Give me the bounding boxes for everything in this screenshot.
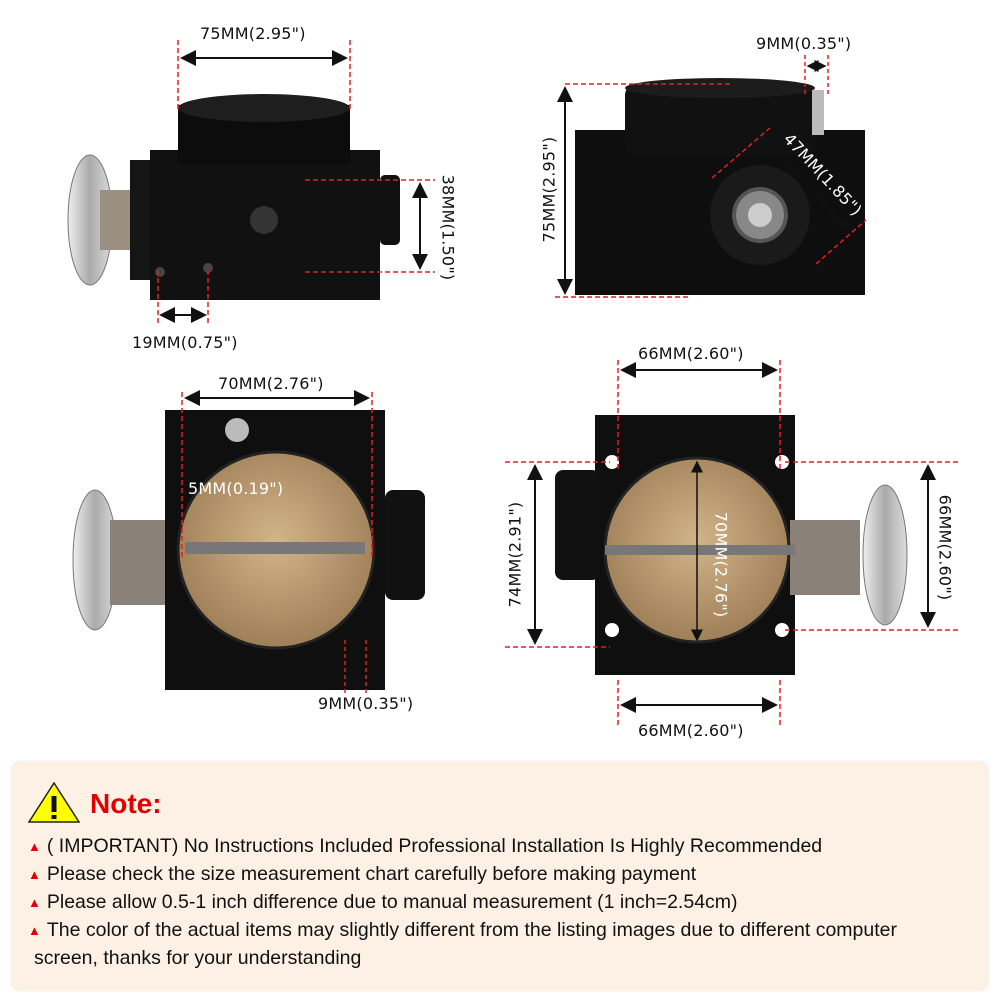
note-item: ▲Please check the size measurement chart…: [28, 863, 697, 885]
throttle-body-front-view-right: [505, 360, 960, 725]
bottom-right-bore-label: 70MM(2.76"): [711, 511, 731, 618]
bottom-left-tab-label: 9MM(0.35"): [318, 694, 414, 713]
bullet-triangle-icon: ▲: [28, 923, 41, 938]
top-left-width-label: 75MM(2.95"): [200, 24, 306, 43]
note-item: ▲Please allow 0.5-1 inch difference due …: [28, 891, 738, 913]
top-left-hole-spacing-label: 19MM(0.75"): [132, 333, 238, 352]
bullet-triangle-icon: ▲: [28, 839, 41, 854]
bottom-right-side-label: 66MM(2.60"): [935, 494, 955, 601]
bottom-left-width-label: 70MM(2.76"): [218, 374, 324, 393]
note-item-continuation: screen, thanks for your understanding: [34, 947, 362, 969]
bottom-left-port-label: 5MM(0.19"): [188, 479, 284, 498]
top-right-height-label: 75MM(2.95"): [539, 136, 559, 243]
product-dimension-diagram: 75MM(2.95") 38MM(1.50") 19MM(0.75") 9MM(…: [67, 24, 960, 740]
bottom-right-top-width-label: 66MM(2.60"): [638, 344, 744, 363]
throttle-body-side-view: [67, 40, 435, 325]
bottom-right-height-label: 74MM(2.91"): [505, 501, 525, 608]
note-title: Note:: [90, 788, 162, 819]
product-illustrations: [67, 40, 960, 725]
bullet-triangle-icon: ▲: [28, 895, 41, 910]
bottom-right-bottom-width-label: 66MM(2.60"): [638, 721, 744, 740]
warning-icon: [27, 781, 81, 823]
note-item: ▲The color of the actual items may sligh…: [28, 919, 897, 941]
note-item: ▲( IMPORTANT) No Instructions Included P…: [28, 835, 823, 857]
top-right-pin-label: 9MM(0.35"): [756, 34, 852, 53]
top-left-height-label: 38MM(1.50"): [438, 174, 458, 281]
note-panel: Note: ▲( IMPORTANT) No Instructions Incl…: [12, 762, 988, 990]
throttle-body-top-view: [555, 55, 867, 298]
bullet-triangle-icon: ▲: [28, 867, 41, 882]
throttle-body-front-view-left: [72, 390, 425, 695]
